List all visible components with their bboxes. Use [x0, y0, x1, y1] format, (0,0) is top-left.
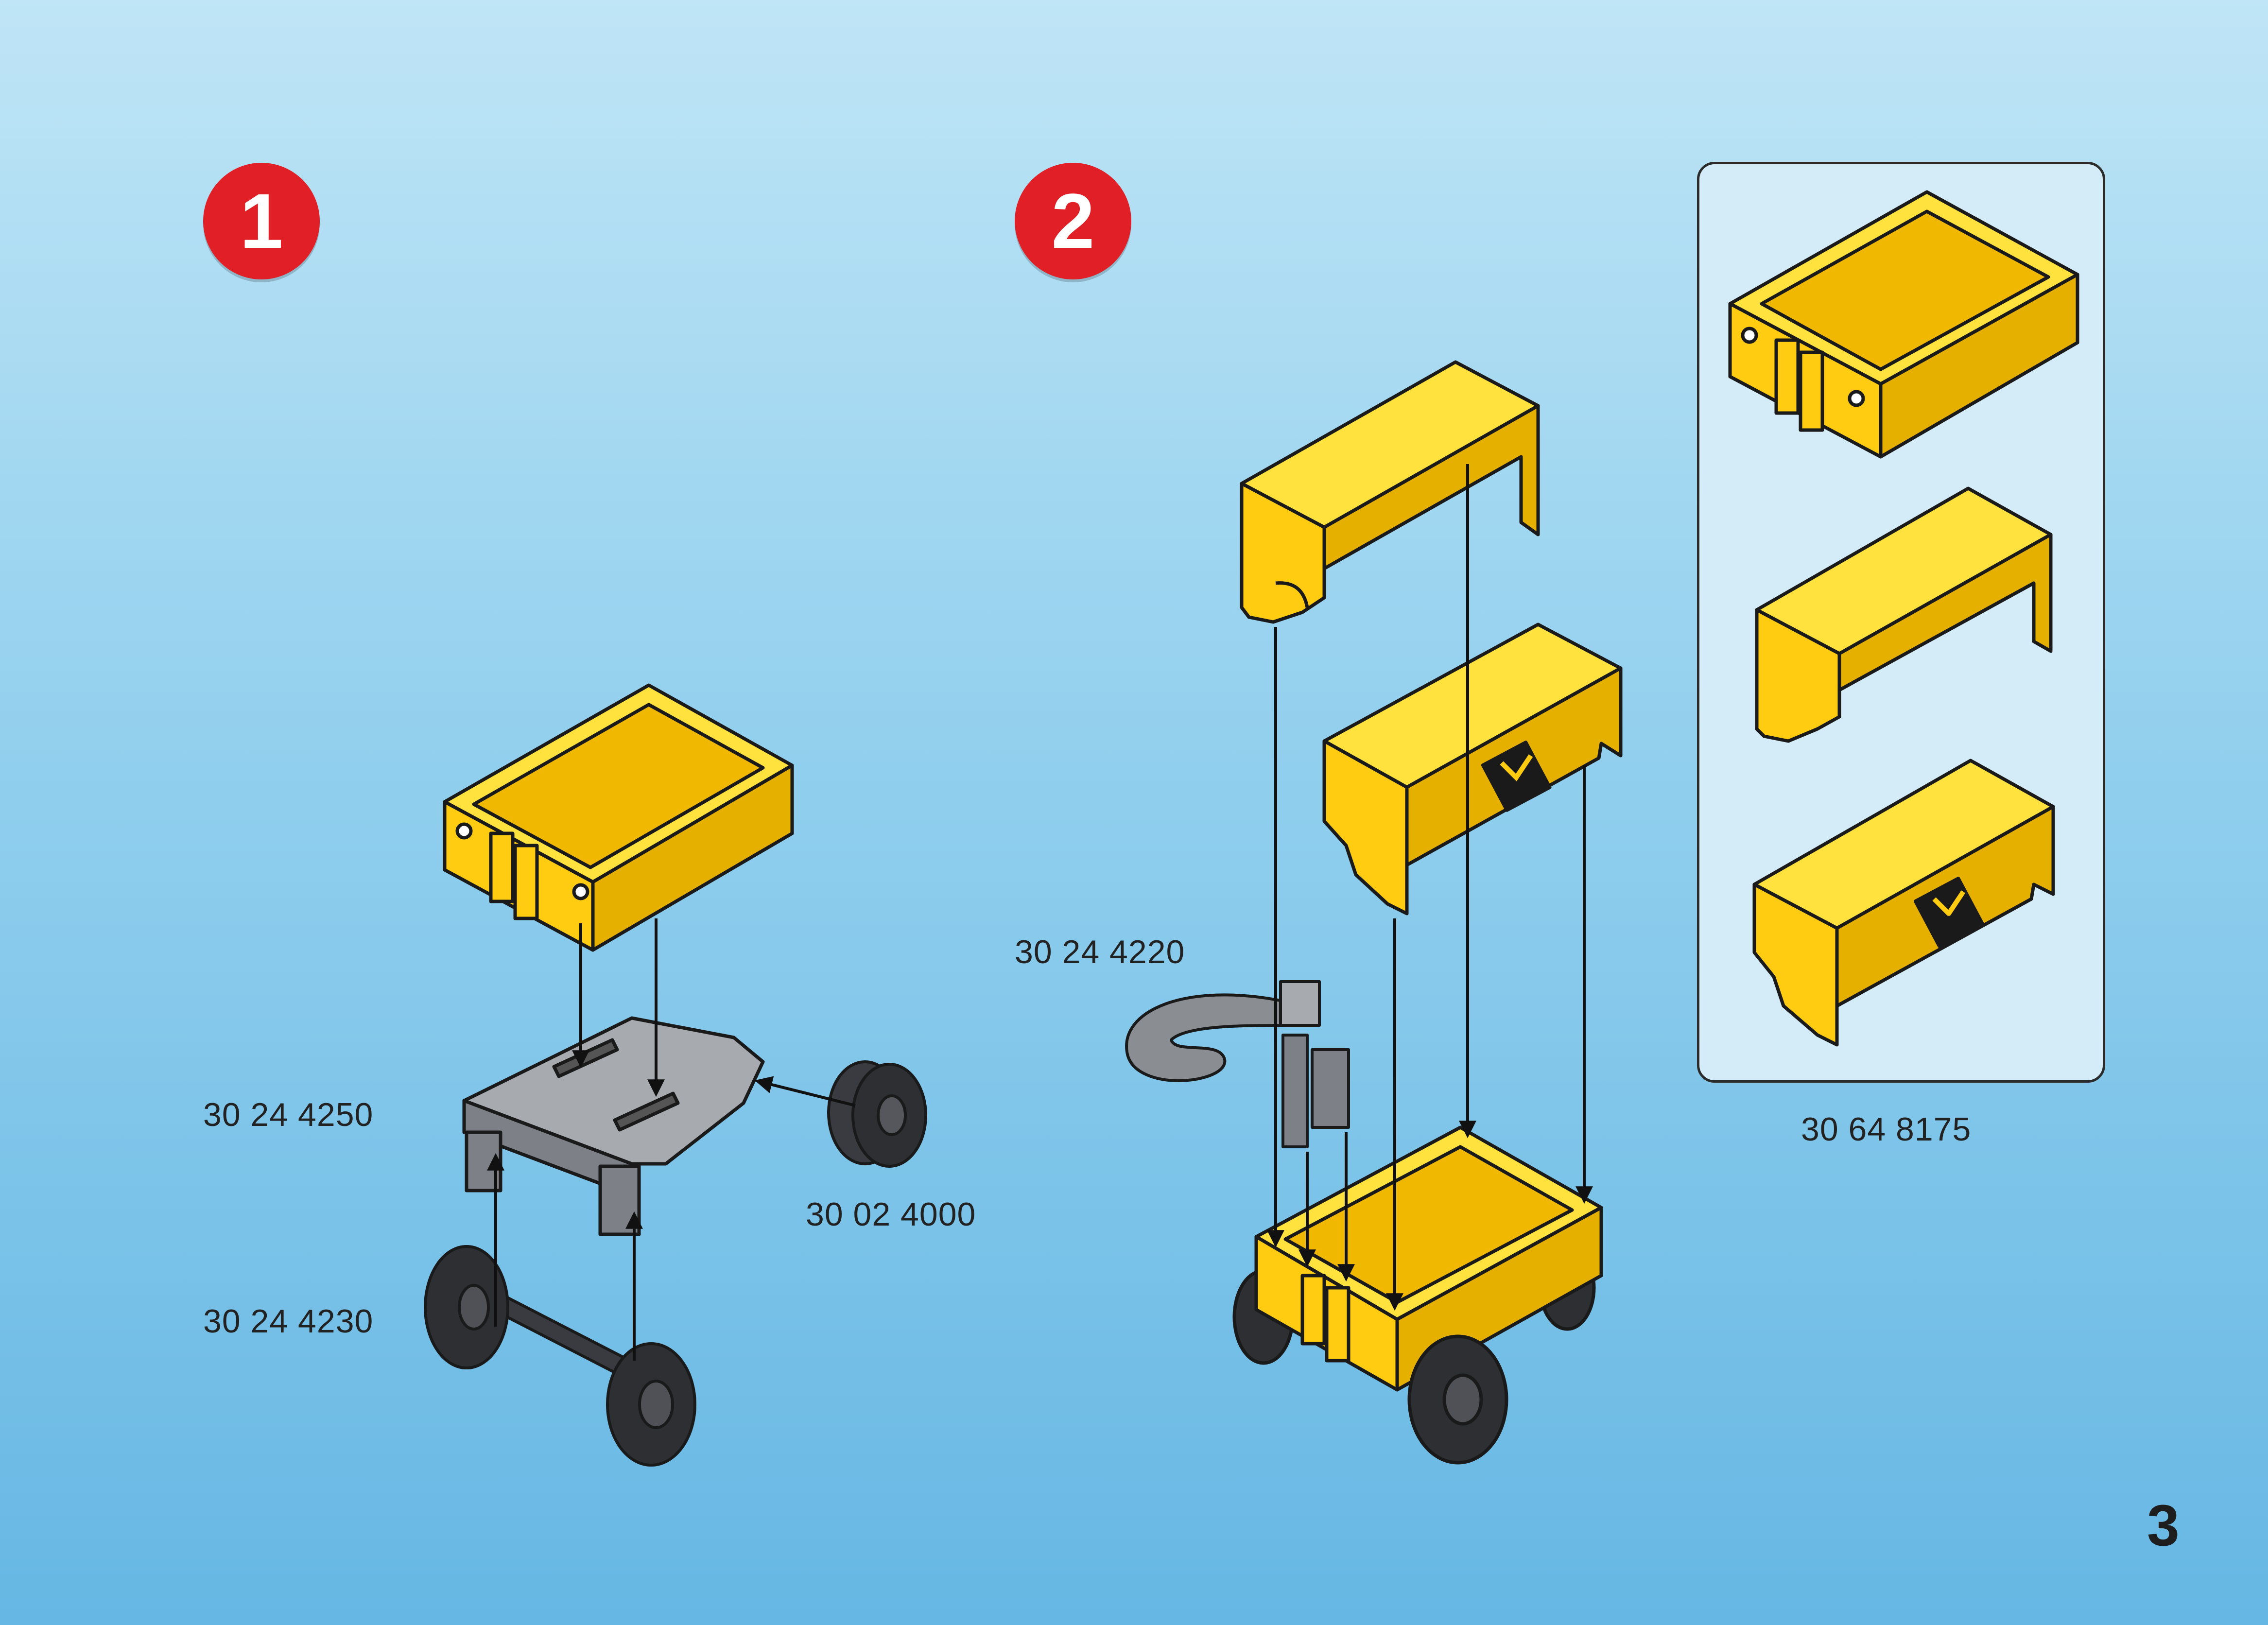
step1-grey-chassis — [464, 1018, 763, 1234]
step-number-1: 1 — [240, 176, 283, 266]
step-number-2: 2 — [1052, 176, 1095, 266]
step2-handle — [1126, 982, 1349, 1147]
part-label-handle: 30 24 4220 — [1015, 933, 1185, 971]
step2-cart-base — [1234, 1127, 1601, 1463]
step1-axle-wheels — [425, 1246, 695, 1465]
part-label-front-wheels: 30 02 4000 — [806, 1195, 976, 1233]
step-badge-1: 1 — [203, 163, 320, 279]
page-number: 3 — [2147, 1492, 2180, 1559]
step2-mailbox-lid — [1324, 624, 1621, 914]
step-badge-2: 2 — [1015, 163, 1131, 279]
part-label-chassis: 30 24 4250 — [203, 1096, 373, 1134]
inset-tray — [1730, 192, 2078, 457]
part-label-inset-set: 30 64 8175 — [1801, 1110, 1971, 1148]
step1-yellow-tray — [445, 685, 792, 950]
step2-top-cover — [1242, 362, 1538, 622]
inset-top-cover — [1757, 488, 2051, 741]
part-label-axle-wheels: 30 24 4230 — [203, 1302, 373, 1340]
inset-mailbox-lid — [1754, 761, 2053, 1045]
step1-front-wheels — [829, 1062, 926, 1166]
